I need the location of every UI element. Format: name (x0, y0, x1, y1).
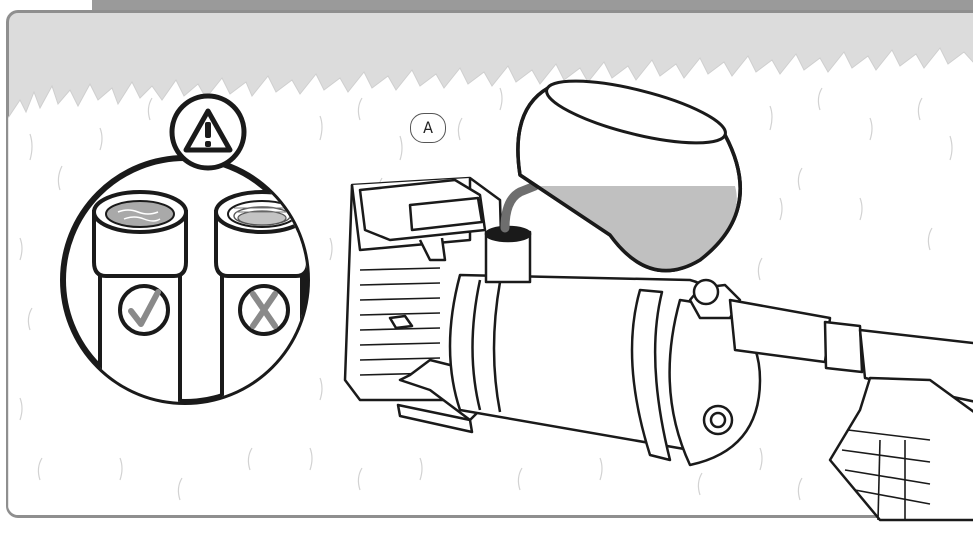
cross-icon (240, 286, 288, 334)
checkmark-icon (120, 286, 168, 334)
callout-label-a: A (410, 113, 446, 143)
warning-triangle-icon (172, 96, 244, 168)
